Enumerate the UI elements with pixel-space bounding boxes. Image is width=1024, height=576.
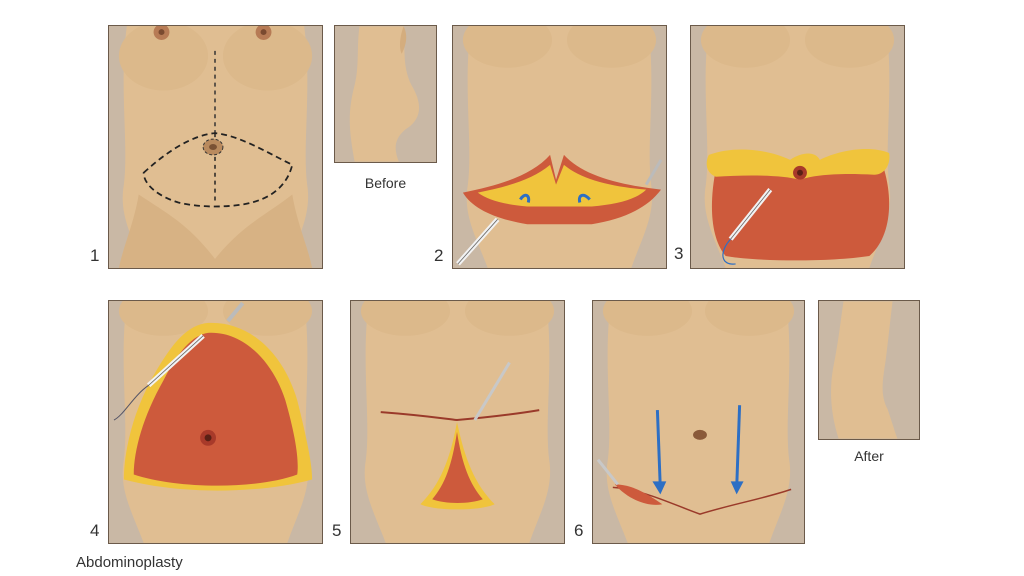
- step-4-illustration: [109, 301, 322, 543]
- step-6-number: 6: [574, 521, 584, 540]
- step-1-illustration: [109, 26, 322, 268]
- step-1-panel: [108, 25, 323, 269]
- step-2-illustration: [453, 26, 666, 268]
- before-caption: Before: [364, 175, 407, 191]
- step-3-number: 3: [674, 244, 684, 263]
- after-profile-illustration: [819, 301, 919, 439]
- step-5-number: 5: [332, 521, 342, 540]
- figure-title: Abdominoplasty: [76, 554, 183, 571]
- step-1-number: 1: [90, 246, 100, 265]
- step-5-illustration: [351, 301, 564, 543]
- after-caption: After: [854, 448, 884, 464]
- step-2-panel: [452, 25, 667, 269]
- step-6-panel: [592, 300, 805, 544]
- before-profile-illustration: [335, 26, 436, 162]
- step-4-number: 4: [90, 521, 100, 540]
- step-5-panel: [350, 300, 565, 544]
- step-2-number: 2: [434, 246, 444, 265]
- step-3-illustration: [691, 26, 904, 268]
- step-4-panel: [108, 300, 323, 544]
- after-profile-panel: [818, 300, 920, 440]
- before-profile-panel: [334, 25, 437, 163]
- step-6-illustration: [593, 301, 804, 543]
- step-3-panel: [690, 25, 905, 269]
